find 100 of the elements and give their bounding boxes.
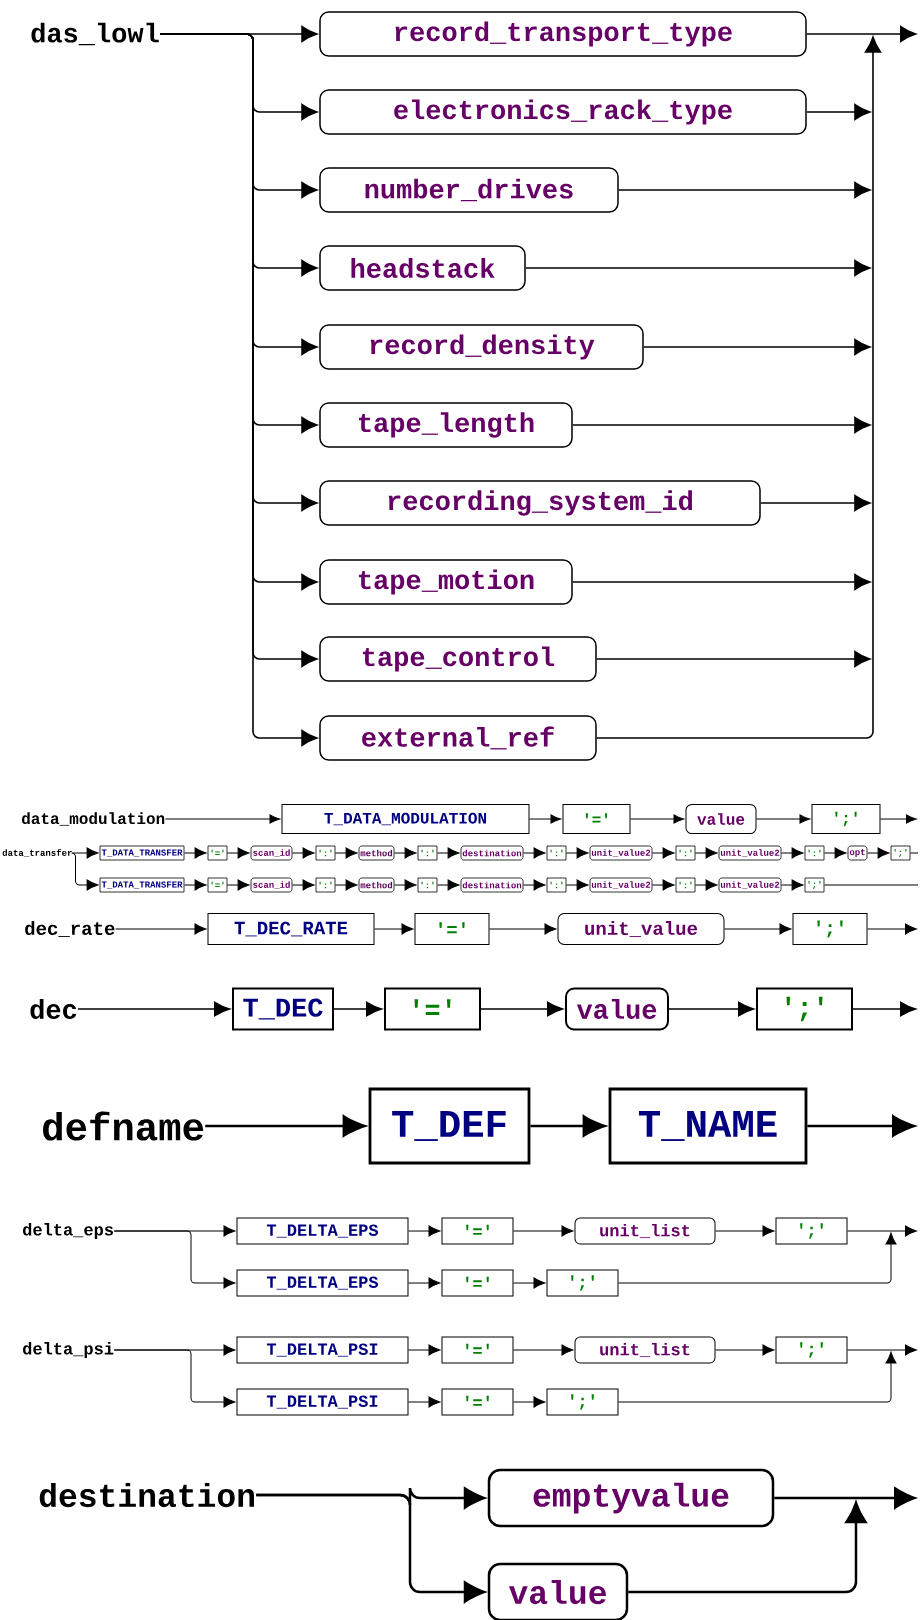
arrow: [774, 1487, 916, 1509]
nonterminal-box: destination: [460, 877, 524, 893]
arrow: [183, 847, 207, 859]
arrow: [291, 847, 315, 859]
arrow: [113, 1230, 236, 1289]
arrow: [183, 879, 207, 891]
literal-box: ':': [546, 845, 567, 861]
nonterminal-box: value: [565, 987, 669, 1031]
token-box: T_DELTA_EPS: [236, 1269, 409, 1297]
literal-box: '=': [384, 987, 481, 1031]
nonterminal-box: unit_list: [574, 1217, 716, 1245]
literal-box: ';': [756, 987, 853, 1031]
token-box: T_DEC: [232, 987, 334, 1031]
arrow: [565, 879, 589, 891]
nonterminal-box: method: [358, 877, 395, 893]
nonterminal-box: headstack: [319, 245, 526, 291]
literal-box: ';': [546, 1269, 619, 1297]
literal-box: ':': [675, 877, 696, 893]
nonterminal-box: number_drives: [319, 167, 619, 213]
rule-name: data_transfer: [2, 849, 72, 857]
nonterminal-box: value: [487, 1562, 629, 1620]
literal-box: '=': [441, 1388, 514, 1416]
arrow: [513, 1396, 546, 1408]
arrow: [571, 573, 871, 591]
arrow: [715, 1344, 775, 1356]
rule-name: dec: [30, 999, 77, 1019]
arrow: [522, 847, 546, 859]
arrow: [113, 1349, 236, 1408]
nonterminal-box: unit_value2: [589, 845, 653, 861]
arrow: [489, 923, 557, 935]
arrow: [651, 847, 675, 859]
arrow: [880, 814, 917, 824]
arrow: [513, 1225, 574, 1237]
nonterminal-box: external_ref: [319, 715, 597, 761]
arrow: [480, 1001, 564, 1017]
token-box: T_DELTA_PSI: [236, 1388, 409, 1416]
nonterminal-box: electronics_rack_type: [319, 89, 807, 135]
arrow: [694, 879, 718, 891]
token-box: T_DATA_TRANSFER: [99, 845, 185, 861]
nonterminal-box: value: [685, 804, 757, 834]
rule-name: defname: [43, 1111, 204, 1141]
arrow: [628, 1501, 867, 1594]
nonterminal-box: emptyvalue: [487, 1468, 775, 1528]
arrow: [115, 923, 207, 935]
arrow: [334, 879, 358, 891]
nonterminal-box: tape_length: [319, 402, 573, 448]
literal-box: ';': [792, 913, 868, 945]
arrow: [334, 847, 358, 859]
arrow: [805, 25, 917, 43]
nonterminal-box: scan_id: [250, 845, 293, 861]
arrow: [256, 1493, 486, 1603]
literal-box: ':': [417, 877, 438, 893]
literal-box: '=': [441, 1217, 514, 1245]
nonterminal-box: unit_value2: [718, 845, 782, 861]
arrow: [71, 852, 99, 891]
literal-box: ':': [546, 877, 567, 893]
arrow: [408, 1277, 441, 1289]
arrow: [807, 1115, 915, 1137]
connector-line: [823, 884, 919, 886]
nonterminal-box: tape_motion: [319, 559, 573, 605]
arrow: [651, 879, 675, 891]
arrow: [595, 650, 871, 668]
literal-box: ';': [804, 877, 825, 893]
rule-name: destination: [39, 1482, 254, 1508]
nonterminal-box: recording_system_id: [319, 480, 761, 526]
arrow: [164, 814, 281, 824]
arrow: [694, 847, 718, 859]
arrow: [780, 847, 804, 859]
token-box: T_DELTA_EPS: [236, 1217, 409, 1245]
arrow: [823, 847, 847, 859]
arrow: [513, 1344, 574, 1356]
arrow: [668, 1001, 755, 1017]
nonterminal-box: tape_control: [319, 636, 597, 682]
literal-box: ';': [775, 1336, 848, 1364]
arrow: [226, 847, 250, 859]
literal-box: '=': [207, 845, 228, 861]
rule-name: dec_rate: [25, 921, 115, 937]
arrow: [524, 259, 871, 277]
arrow: [759, 494, 871, 512]
arrow: [715, 1225, 775, 1237]
arrow: [436, 879, 460, 891]
nonterminal-box: record_transport_type: [319, 11, 807, 57]
nonterminal-box: unit_value: [557, 913, 725, 945]
rule-name: delta_psi: [23, 1342, 114, 1358]
arrow: [565, 847, 589, 859]
literal-box: ';': [890, 845, 911, 861]
nonterminal-box: method: [358, 845, 395, 861]
nonterminal-box: scan_id: [250, 877, 293, 893]
literal-box: ';': [775, 1217, 848, 1245]
arrow: [724, 923, 792, 935]
literal-box: '=': [441, 1336, 514, 1364]
nonterminal-box: destination: [460, 845, 524, 861]
arrow: [393, 879, 417, 891]
token-box: T_DELTA_PSI: [236, 1336, 409, 1364]
arrow: [529, 814, 562, 824]
arrow: [72, 847, 99, 859]
nonterminal-box: opt: [847, 845, 868, 861]
arrow: [408, 1396, 441, 1408]
literal-box: ';': [811, 804, 881, 834]
arrow: [513, 1277, 546, 1289]
